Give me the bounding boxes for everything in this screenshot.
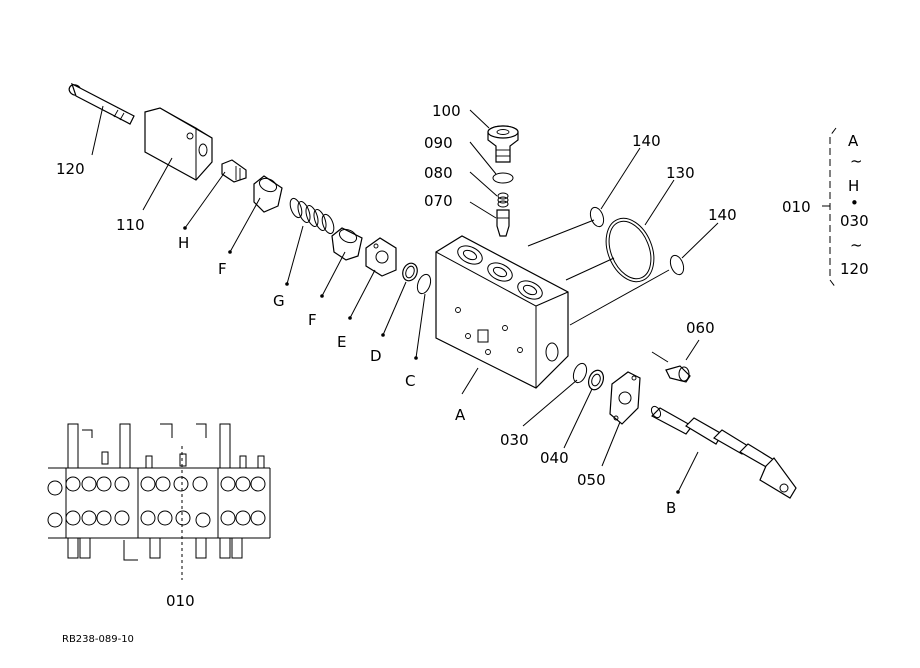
callout-030: 030 <box>500 431 529 449</box>
o-ring-130[interactable] <box>597 211 663 289</box>
o-ring-140-lower[interactable] <box>668 254 686 277</box>
plug-100[interactable] <box>487 125 519 163</box>
callout-e: E <box>337 333 346 351</box>
callout-c: C <box>405 372 415 390</box>
sleeve-f-lower[interactable] <box>331 227 363 261</box>
legend-to-top: H <box>848 177 859 195</box>
poppet-070[interactable] <box>496 209 510 237</box>
legend-dot: • <box>850 194 859 212</box>
sleeve-f-upper[interactable] <box>253 175 283 213</box>
flange-050[interactable] <box>609 371 641 425</box>
leader-lines <box>91 105 719 493</box>
spring-080[interactable] <box>497 192 509 208</box>
callout-labels: 100 090 080 070 140 130 140 120 110 H F … <box>56 102 737 610</box>
o-ring-140-upper[interactable] <box>588 206 606 229</box>
callout-040: 040 <box>540 449 569 467</box>
callout-140-upper: 140 <box>632 132 661 150</box>
ring-d[interactable] <box>400 261 419 283</box>
callout-f-lower: F <box>308 311 317 329</box>
callout-a: A <box>455 406 466 424</box>
callout-d: D <box>370 347 382 365</box>
spool-b[interactable] <box>650 405 797 499</box>
callout-g: G <box>273 292 285 310</box>
spring-g[interactable] <box>288 197 336 235</box>
range-legend: 010 A ~ H • 030 ~ 120 <box>782 127 869 289</box>
backup-ring-040[interactable] <box>586 368 606 392</box>
callout-070: 070 <box>424 192 453 210</box>
legend-tilde-2: ~ <box>850 236 863 254</box>
callout-h: H <box>178 234 189 252</box>
legend-from-bottom: 030 <box>840 212 869 230</box>
callout-140-lower: 140 <box>708 206 737 224</box>
callout-f-upper: F <box>218 260 227 278</box>
callout-050: 050 <box>577 471 606 489</box>
callout-090: 090 <box>424 134 453 152</box>
pin-h[interactable] <box>221 159 247 183</box>
callout-130: 130 <box>666 164 695 182</box>
cover-block-110[interactable] <box>144 107 213 181</box>
callout-010-bottom: 010 <box>166 592 195 610</box>
flange-plate-e[interactable] <box>365 237 397 277</box>
valve-bank-inset <box>47 423 271 580</box>
o-ring-c[interactable] <box>415 273 433 296</box>
valve-body-a[interactable] <box>435 235 569 389</box>
bolt-120[interactable] <box>67 82 135 125</box>
legend-ref-010: 010 <box>782 198 811 216</box>
legend-from-top: A <box>848 132 859 150</box>
legend-to-bottom: 120 <box>840 260 869 278</box>
drawing-code: RB238-089-10 <box>62 634 134 645</box>
callout-110: 110 <box>116 216 145 234</box>
callout-080: 080 <box>424 164 453 182</box>
o-ring-030[interactable] <box>571 362 589 385</box>
callout-060: 060 <box>686 319 715 337</box>
callout-120: 120 <box>56 160 85 178</box>
callout-b: B <box>666 499 676 517</box>
leader-dots <box>183 226 680 494</box>
screw-060[interactable] <box>665 365 691 383</box>
legend-tilde-1: ~ <box>850 152 863 170</box>
callout-100: 100 <box>432 102 461 120</box>
o-ring-090[interactable] <box>492 172 514 184</box>
